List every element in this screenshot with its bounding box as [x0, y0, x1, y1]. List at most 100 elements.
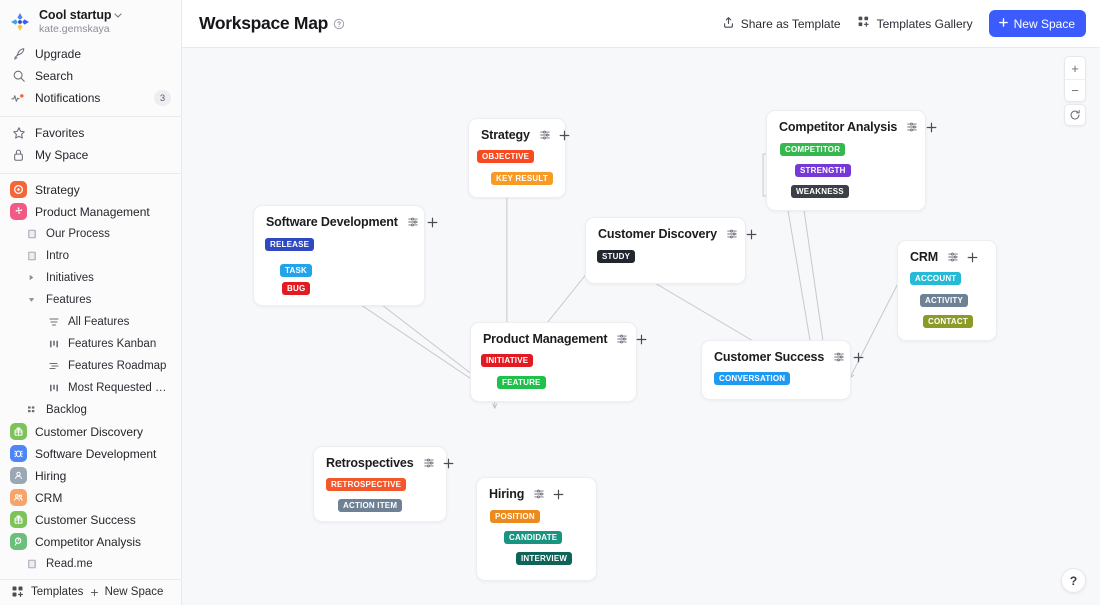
- chevron-right-icon[interactable]: [25, 271, 38, 284]
- map-tag[interactable]: STRENGTH: [795, 164, 851, 177]
- map-tag[interactable]: COMPETITOR: [780, 143, 846, 156]
- settings-sliders-icon[interactable]: [726, 228, 738, 240]
- map-tag[interactable]: INITIATIVE: [481, 354, 534, 367]
- map-tag[interactable]: ACTION ITEM: [338, 499, 403, 512]
- sidebar-item-initiatives[interactable]: Initiatives: [0, 267, 181, 289]
- settings-sliders-icon[interactable]: [533, 488, 545, 500]
- help-button[interactable]: ?: [1061, 568, 1086, 593]
- settings-sliders-icon[interactable]: [906, 121, 918, 133]
- sidebar-item-competitor-analysis[interactable]: Competitor Analysis: [0, 531, 181, 553]
- info-icon[interactable]: [333, 18, 345, 30]
- map-card-title: Software Development: [266, 215, 398, 229]
- add-icon[interactable]: [442, 457, 455, 470]
- map-tag[interactable]: WEAKNESS: [791, 185, 849, 198]
- map-tag[interactable]: ACCOUNT: [910, 272, 962, 285]
- sidebar-item-notifications[interactable]: Notifications 3: [0, 87, 181, 109]
- sidebar-item-readme[interactable]: Read.me: [0, 553, 181, 575]
- sidebar-divider: [0, 116, 181, 117]
- settings-sliders-icon[interactable]: [947, 251, 959, 263]
- plus-icon: [998, 17, 1009, 31]
- map-tag[interactable]: OBJECTIVE: [477, 150, 535, 163]
- templates-button[interactable]: Templates: [10, 585, 83, 600]
- sidebar-item-product-management[interactable]: Product Management: [0, 201, 181, 223]
- sidebar-item-crm[interactable]: CRM: [0, 487, 181, 509]
- sidebar-item-favorites[interactable]: Favorites: [0, 122, 181, 144]
- map-tag[interactable]: CONVERSATION: [714, 372, 791, 385]
- sidebar-mid-group: Favorites My Space: [0, 120, 181, 170]
- map-card-title: Retrospectives: [326, 456, 414, 470]
- new-space-button[interactable]: New Space: [988, 10, 1086, 37]
- sidebar-item-backlog[interactable]: Backlog: [0, 399, 181, 421]
- reset-view-button[interactable]: [1064, 104, 1086, 126]
- map-card-header: Competitor Analysis: [779, 120, 937, 134]
- bug-icon: [10, 445, 27, 463]
- sidebar-item-strategy[interactable]: Strategy: [0, 179, 181, 201]
- templates-label: Templates: [31, 586, 84, 599]
- activity-icon: [11, 91, 26, 106]
- map-tag[interactable]: STUDY: [597, 250, 636, 263]
- map-tag[interactable]: TASK: [280, 264, 312, 277]
- sidebar-item-features-roadmap[interactable]: Features Roadmap: [0, 355, 181, 377]
- sidebar-item-my-space[interactable]: My Space: [0, 144, 181, 166]
- sidebar-item-customer-success[interactable]: Customer Success: [0, 509, 181, 531]
- add-icon[interactable]: [635, 333, 648, 346]
- sidebar-item-search[interactable]: Search: [0, 65, 181, 87]
- zoom-in-button[interactable]: +: [1071, 60, 1079, 76]
- zoom-out-button[interactable]: −: [1065, 79, 1085, 101]
- add-icon[interactable]: [558, 129, 571, 142]
- sidebar-item-customer-discovery[interactable]: Customer Discovery: [0, 421, 181, 443]
- sidebar-item-label: Product Management: [35, 204, 150, 219]
- map-tag[interactable]: FEATURE: [497, 376, 546, 389]
- templates-gallery-button[interactable]: Templates Gallery: [857, 15, 973, 32]
- sidebar-item-upgrade[interactable]: Upgrade: [0, 43, 181, 65]
- map-tag[interactable]: RETROSPECTIVE: [326, 478, 407, 491]
- settings-sliders-icon[interactable]: [407, 216, 419, 228]
- sidebar-item-our-process[interactable]: Our Process: [0, 223, 181, 245]
- sidebar-item-all-features[interactable]: All Features: [0, 311, 181, 333]
- map-card-header: Customer Discovery: [598, 227, 757, 241]
- map-tag[interactable]: BUG: [282, 282, 311, 295]
- add-icon[interactable]: [745, 228, 758, 241]
- settings-sliders-icon[interactable]: [423, 457, 435, 469]
- sidebar-item-features[interactable]: Features: [0, 289, 181, 311]
- sidebar-item-label: Our Process: [46, 227, 110, 240]
- map-card-actions: [539, 129, 571, 142]
- sidebar-item-software-development[interactable]: Software Development: [0, 443, 181, 465]
- add-icon[interactable]: [966, 251, 979, 264]
- workspace-user: kate.gemskaya: [39, 23, 110, 35]
- settings-sliders-icon[interactable]: [833, 351, 845, 363]
- workspace-header[interactable]: Cool startup kate.gemskaya: [0, 0, 181, 41]
- map-tag[interactable]: POSITION: [490, 510, 540, 523]
- map-tag[interactable]: CANDIDATE: [504, 531, 563, 544]
- chevron-down-icon[interactable]: [25, 293, 38, 306]
- add-icon[interactable]: [852, 351, 865, 364]
- map-tag[interactable]: CONTACT: [923, 315, 973, 328]
- sidebar-item-hiring[interactable]: Hiring: [0, 465, 181, 487]
- share-as-template-button[interactable]: Share as Template: [722, 16, 841, 32]
- map-tag[interactable]: INTERVIEW: [516, 552, 573, 565]
- sidebar: Cool startup kate.gemskaya Upgrade: [0, 0, 182, 605]
- add-icon[interactable]: [426, 216, 439, 229]
- sidebar-item-intro[interactable]: Intro: [0, 245, 181, 267]
- map-tag[interactable]: RELEASE: [265, 238, 315, 251]
- map-tag[interactable]: KEY RESULT: [491, 172, 553, 185]
- add-icon[interactable]: [925, 121, 938, 134]
- sidebar-item-features-kanban[interactable]: Features Kanban: [0, 333, 181, 355]
- settings-sliders-icon[interactable]: [616, 333, 628, 345]
- sidebar-item-most-requested-features[interactable]: Most Requested Fea...: [0, 377, 181, 399]
- settings-sliders-icon[interactable]: [539, 129, 551, 141]
- chevron-down-icon[interactable]: [114, 11, 123, 20]
- add-icon[interactable]: [552, 488, 565, 501]
- map-tag[interactable]: ACTIVITY: [920, 294, 969, 307]
- new-space-sidebar-button[interactable]: + New Space: [90, 585, 163, 599]
